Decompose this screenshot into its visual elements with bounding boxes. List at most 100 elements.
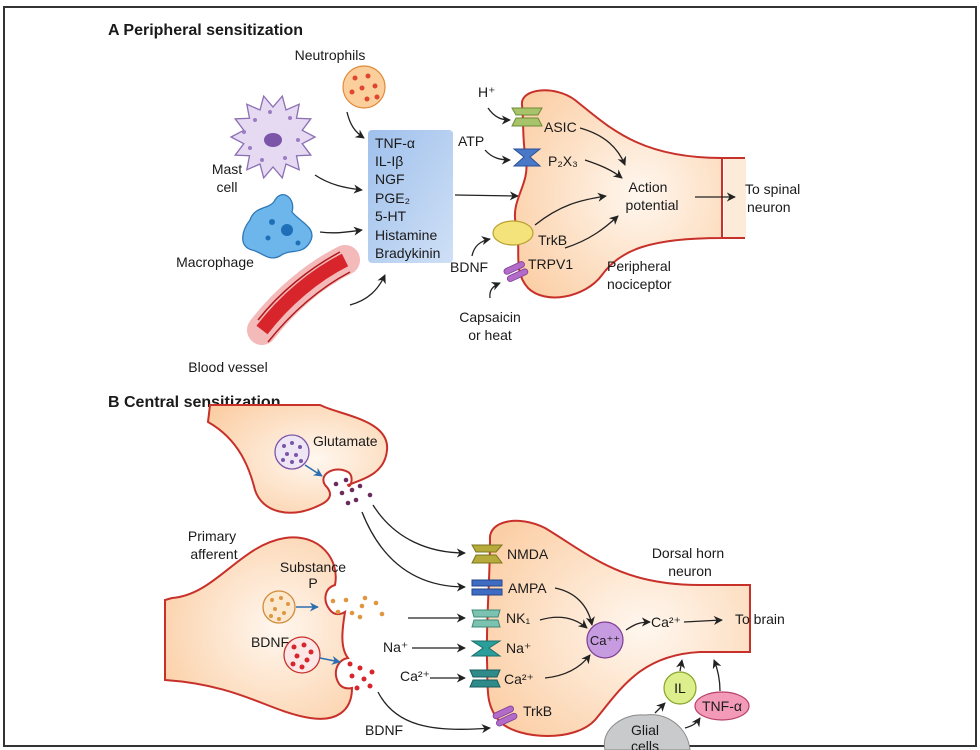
mediator-item: PGE₂ <box>375 190 410 206</box>
primary-afferent-terminal <box>164 536 354 720</box>
ampa-label: AMPA <box>508 580 547 596</box>
nk1-label: NK₁ <box>506 610 530 626</box>
capsaicin-label-1: Capsaicin <box>459 309 520 325</box>
to-spinal-label-1: To spinal <box>745 181 800 197</box>
mediator-item: TNF-α <box>375 135 415 151</box>
substance-p-label-1: Substance <box>280 559 346 575</box>
mediators-arrow <box>454 191 519 201</box>
bdnf-molecules <box>347 661 375 691</box>
mediator-item: Bradykinin <box>375 245 440 261</box>
trpv1-channel-icon <box>503 261 529 282</box>
to-brain-label: To brain <box>735 611 785 627</box>
atp-arrow <box>484 149 511 165</box>
mast-cell-icon <box>229 94 317 180</box>
primary-afferent-label-2: afferent <box>190 546 237 562</box>
neutrophil-arrow <box>346 111 365 139</box>
nmda-receptor-icon <box>471 544 504 564</box>
ca-in-label: Ca²⁺ <box>400 668 430 684</box>
tnf-arrow <box>712 659 722 692</box>
trkb-label: TrkB <box>538 232 567 248</box>
neutrophils-label: Neutrophils <box>295 47 366 63</box>
ca-pp-label: Ca⁺⁺ <box>590 633 620 648</box>
mediator-list: TNF-α IL-Iβ NGF PGE₂ 5-HT Histamine Brad… <box>375 135 440 261</box>
primary-afferent-label-1: Primary <box>188 528 236 544</box>
macrophage-label: Macrophage <box>176 254 254 270</box>
dorsal-horn-label-1: Dorsal horn <box>652 545 724 561</box>
panel-a-title: A Peripheral sensitization <box>108 22 303 39</box>
h-plus-arrow <box>487 107 511 125</box>
capsaicin-label-2: or heat <box>468 327 512 343</box>
blood-vessel-arrow <box>349 274 386 306</box>
blood-vessel-icon <box>247 245 360 345</box>
trpv1-label: TRPV1 <box>528 256 573 272</box>
p2x3-label: P₂X₃ <box>548 153 578 169</box>
glutamate-vesicle-icon <box>274 434 310 470</box>
bdnf-arrow <box>471 236 491 257</box>
il-icon <box>663 671 697 705</box>
glutamate-release-arrow <box>304 464 323 477</box>
mediator-item: 5-HT <box>375 208 407 224</box>
ca-channel-icon <box>469 669 501 688</box>
action-potential-label-2: potential <box>626 197 679 213</box>
to-brain-arrow <box>683 615 723 625</box>
na-channel-label: Na⁺ <box>506 640 531 656</box>
p2x3-arrow <box>584 159 623 179</box>
mediator-item: NGF <box>375 171 405 187</box>
ca-channel-label: Ca²⁺ <box>504 671 534 687</box>
tnf-label: TNF-α <box>702 698 742 714</box>
mast-cell-label-2: cell <box>216 179 237 195</box>
ca-out-label: Ca²⁺ <box>651 614 681 630</box>
to-spinal-label-2: neuron <box>747 199 791 215</box>
axon <box>724 159 746 237</box>
macrophage-arrow <box>319 226 363 236</box>
figure-frame <box>3 6 977 747</box>
calcium-icon <box>586 621 624 659</box>
nk1-arrow <box>539 616 588 629</box>
il-label: IL <box>674 680 686 696</box>
mediator-item: Histamine <box>375 227 437 243</box>
substance-p-vesicle-icon <box>262 590 296 624</box>
mediator-item: IL-Iβ <box>375 153 403 169</box>
trkb-arrow <box>534 192 607 226</box>
glia-to-il-arrow <box>654 702 666 714</box>
bdnf-label: BDNF <box>450 259 488 275</box>
capsaicin-arrow <box>489 282 501 299</box>
trkb-b-label: TrkB <box>523 703 552 719</box>
mast-cell-arrow <box>314 174 363 194</box>
trkb-receptor-icon <box>492 220 534 246</box>
macrophage-icon <box>242 194 313 259</box>
bdnf-bottom-label: BDNF <box>365 722 403 738</box>
bdnf-release-arrow <box>319 655 341 665</box>
glial-label-2: cells <box>631 738 659 750</box>
bdnf-vesicle-icon <box>283 636 321 674</box>
action-potential-label-1: Action <box>629 179 668 195</box>
asic-channel-icon <box>511 107 543 127</box>
na-in-label: Na⁺ <box>383 639 408 655</box>
bdnf-to-trkb-arrow <box>377 691 491 734</box>
nociceptor-label-2: nociceptor <box>607 276 672 292</box>
glutamate-molecules <box>333 477 373 506</box>
substance-p-molecules <box>330 595 385 620</box>
nk1-receptor-icon <box>471 609 501 628</box>
nmda-label: NMDA <box>507 546 549 562</box>
h-plus-label: H⁺ <box>478 84 496 100</box>
glutamate-label: Glutamate <box>313 433 378 449</box>
mast-cell-label-1: Mast <box>212 161 242 177</box>
ca-out-arrow-1 <box>625 617 651 631</box>
trkb-receptor-icon <box>492 705 518 727</box>
peripheral-nociceptor-cell <box>513 89 723 299</box>
p2x3-channel-icon <box>512 148 542 167</box>
mediator-box <box>368 130 453 263</box>
ampa-receptor-icon <box>471 579 503 596</box>
asic-arrow <box>579 127 627 166</box>
il-arrow <box>676 659 686 672</box>
glutamate-to-nmda-arrow <box>372 504 466 558</box>
blood-vessel-label: Blood vessel <box>188 359 267 375</box>
neutrophil-icon <box>342 65 386 109</box>
atp-label: ATP <box>458 133 484 149</box>
bdnf-vesicle-label: BDNF <box>251 634 289 650</box>
tnf-icon <box>694 691 750 721</box>
ca-channel-arrow <box>544 654 591 679</box>
asic-label: ASIC <box>544 119 577 135</box>
